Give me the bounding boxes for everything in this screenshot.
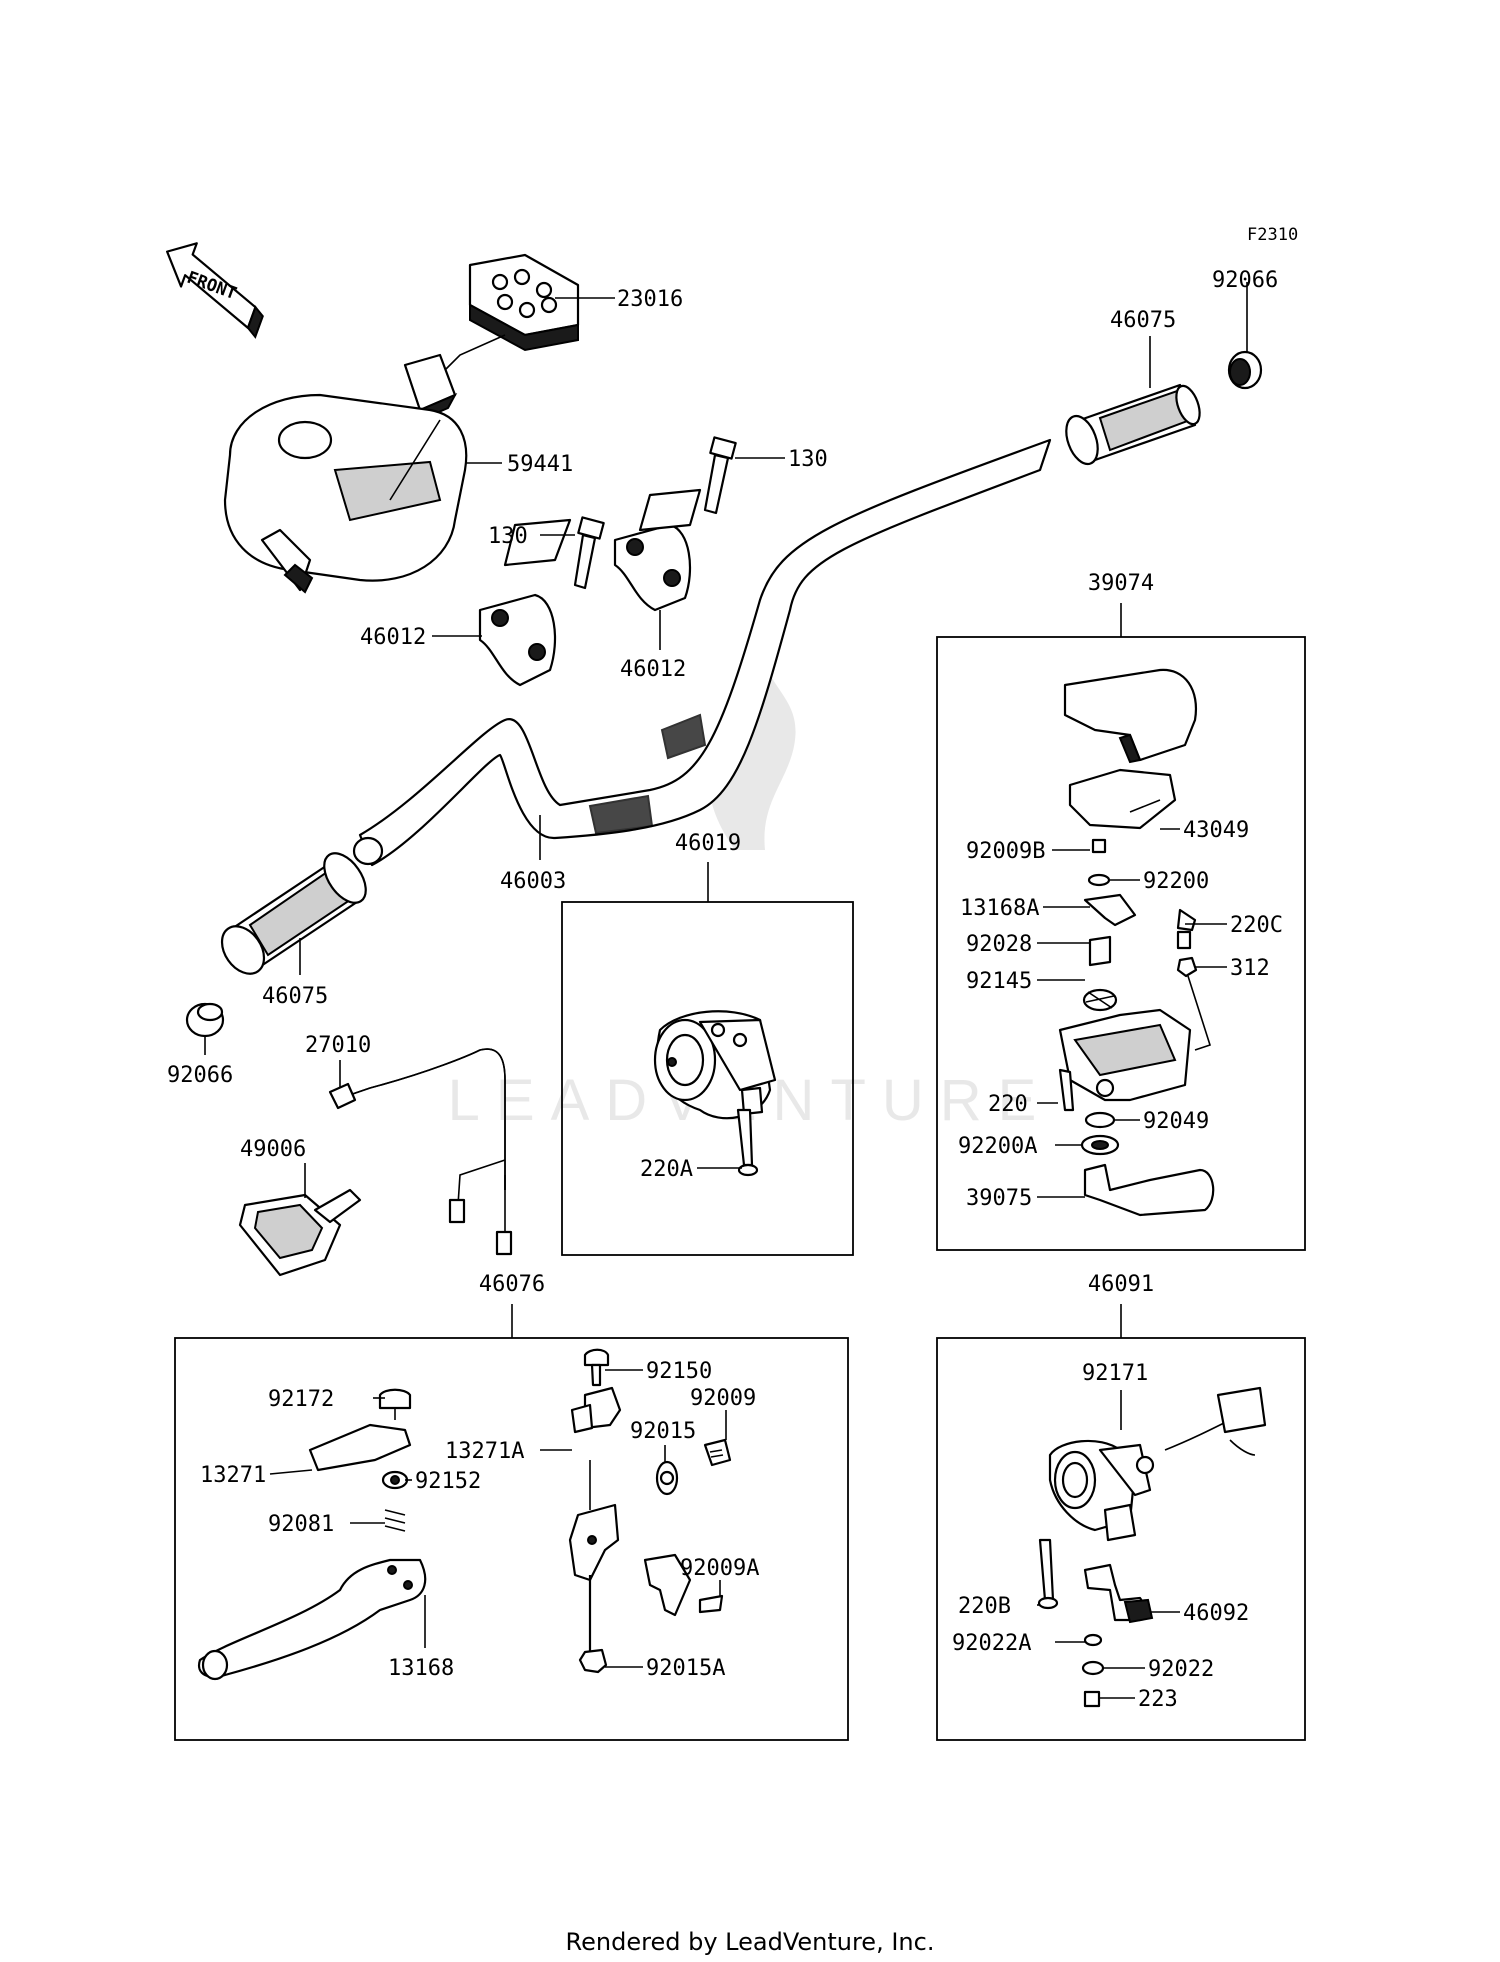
label-92009A: 92009A [680,1556,759,1581]
label-46092: 46092 [1183,1601,1249,1626]
group-label-46019: 46019 [675,831,741,856]
part-labels: 23016 92066 46075 59441 130 130 46012 46… [167,268,1283,1712]
relay-box-23016 [403,253,580,420]
label-220: 220 [988,1092,1028,1117]
label-92009: 92009 [690,1386,756,1411]
label-46075-bottom: 46075 [262,984,328,1009]
switch-49006 [238,1188,362,1277]
group-label-46076: 46076 [479,1272,545,1297]
bolt-130-right [703,436,737,515]
label-13271: 13271 [200,1463,266,1488]
label-92049: 92049 [1143,1109,1209,1134]
label-220B: 220B [958,1594,1011,1619]
label-220A: 220A [640,1157,693,1182]
label-46012-right: 46012 [620,657,686,682]
label-49006: 49006 [240,1137,306,1162]
group-label-46091: 46091 [1088,1272,1154,1297]
holder-46012-right [613,488,702,612]
label-92200A: 92200A [958,1134,1037,1159]
label-92009B: 92009B [966,839,1045,864]
end-cap-92066-top [1227,350,1263,390]
throttle-39074-illustration [1058,668,1215,1217]
label-130-right: 130 [788,447,828,472]
label-13168A: 13168A [960,896,1039,921]
label-92172: 92172 [268,1387,334,1412]
cable-27010 [328,1048,513,1256]
handlebar-46003 [352,438,1052,867]
label-92171: 92171 [1082,1361,1148,1386]
label-46012-left: 46012 [360,625,426,650]
label-13271A: 13271A [445,1439,524,1464]
leader-lines [204,282,1248,1699]
label-92028: 92028 [966,932,1032,957]
label-13168: 13168 [388,1656,454,1681]
holder-46012-left [478,518,572,687]
label-220C: 220C [1230,913,1283,938]
label-130-left: 130 [488,524,528,549]
label-46003: 46003 [500,869,566,894]
label-92022A: 92022A [952,1631,1031,1656]
group-label-39074: 39074 [1088,571,1154,596]
label-46075-top: 46075 [1110,308,1176,333]
label-59441: 59441 [507,452,573,477]
handlebar-cover-59441 [223,393,468,594]
label-92066-top: 92066 [1212,268,1278,293]
label-92200: 92200 [1143,869,1209,894]
right-grip-46075 [1065,383,1201,466]
label-92081: 92081 [268,1512,334,1537]
label-92066-bottom: 92066 [167,1063,233,1088]
end-cap-92066-bottom [185,1002,225,1038]
label-92022: 92022 [1148,1657,1214,1682]
label-43049: 43049 [1183,818,1249,843]
label-223: 223 [1138,1687,1178,1712]
label-39075: 39075 [966,1186,1032,1211]
label-27010: 27010 [305,1033,371,1058]
label-92015A: 92015A [646,1656,725,1681]
switch-46091-illustration [1037,1386,1267,1708]
footer-credit: Rendered by LeadVenture, Inc. [565,1928,935,1956]
figure-code: F2310 [1247,225,1298,245]
label-92152: 92152 [415,1469,481,1494]
bolt-130-left [573,516,605,590]
left-grip-46075 [220,852,367,975]
label-92150: 92150 [646,1359,712,1384]
label-92145: 92145 [966,969,1032,994]
switch-46019-illustration [653,1010,777,1177]
label-23016: 23016 [617,287,683,312]
watermark-flame-logo [709,650,796,850]
label-92015: 92015 [630,1419,696,1444]
label-312: 312 [1230,956,1270,981]
front-arrow-icon: FRONT [166,242,264,339]
lever-assembly-46076-illustration [197,1348,732,1681]
